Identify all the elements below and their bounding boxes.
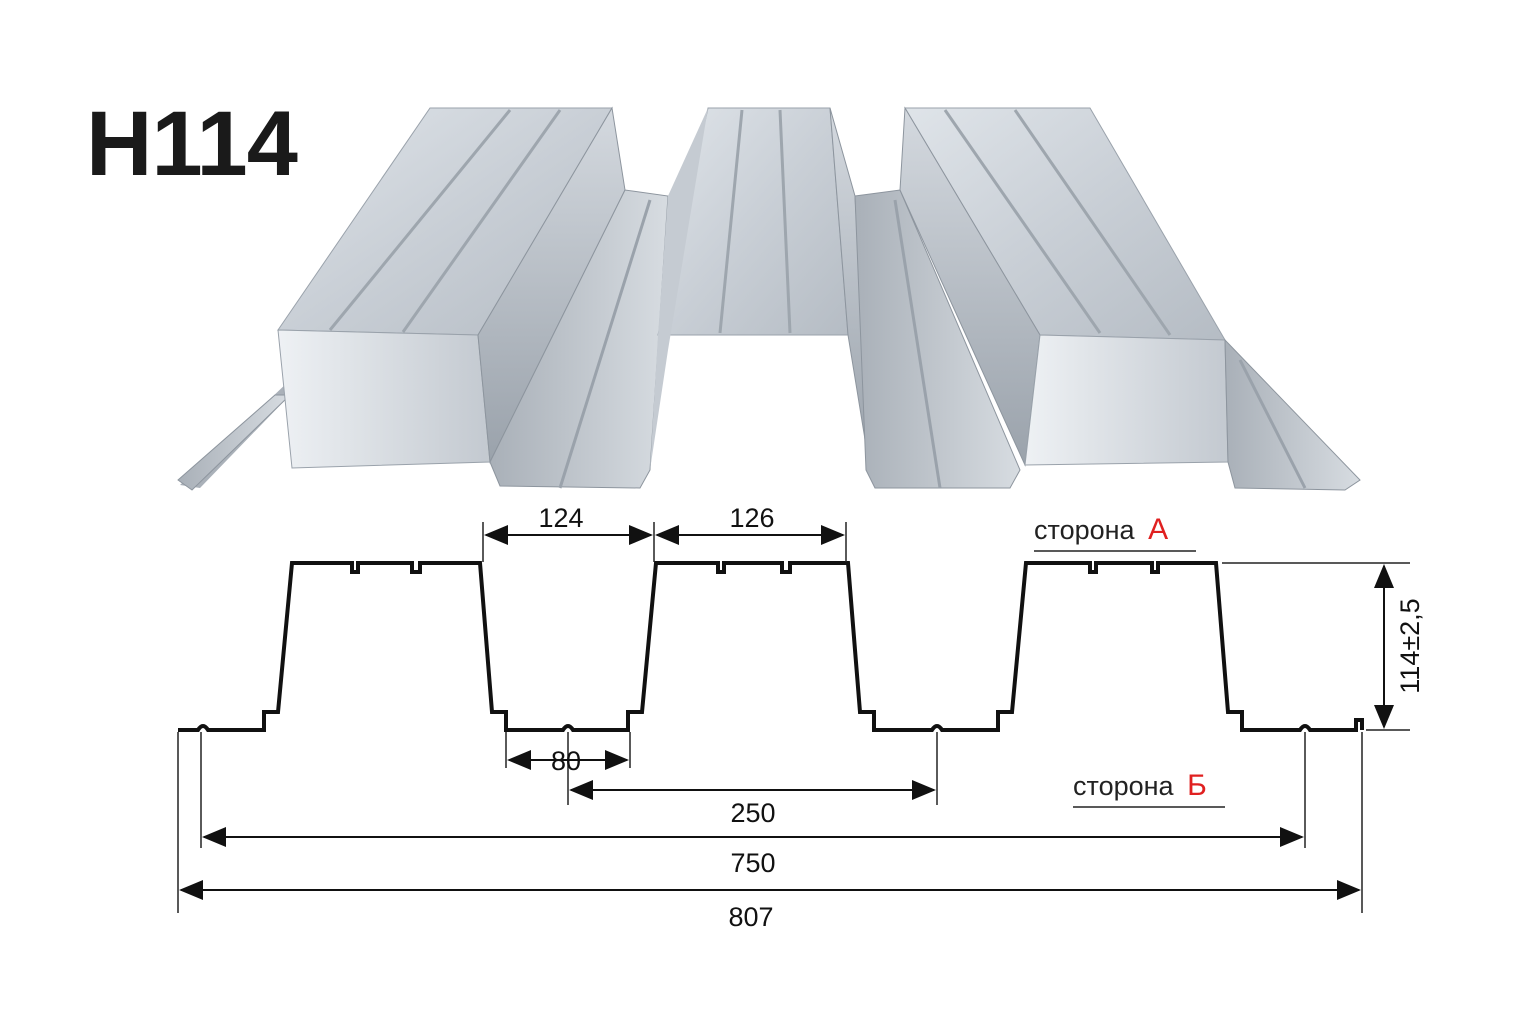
dim-label-126: 126 — [729, 503, 774, 533]
side-a-label: сторона А — [1034, 513, 1196, 552]
side-b-word: сторона — [1073, 771, 1175, 801]
side-b-letter: Б — [1187, 769, 1207, 802]
dim-label-750: 750 — [730, 848, 775, 878]
dim-label-807: 807 — [728, 902, 773, 932]
dimension-lines — [179, 525, 1394, 900]
side-a-letter: А — [1148, 513, 1168, 546]
dim-label-250: 250 — [730, 798, 775, 828]
render-right-flange — [1224, 338, 1361, 491]
profile-title: H114 — [86, 93, 298, 195]
dim-label-124: 124 — [538, 503, 583, 533]
svg-text:сторона А: сторона А — [1034, 513, 1168, 546]
dim-label-height: 114±2,5 — [1395, 598, 1425, 693]
extension-lines — [177, 522, 1410, 913]
side-a-word: сторона — [1034, 515, 1136, 545]
dim-label-80: 80 — [551, 746, 581, 776]
profile-outline — [178, 561, 1364, 732]
svg-text:сторона Б: сторона Б — [1073, 769, 1207, 802]
side-b-label: сторона Б — [1073, 769, 1225, 808]
